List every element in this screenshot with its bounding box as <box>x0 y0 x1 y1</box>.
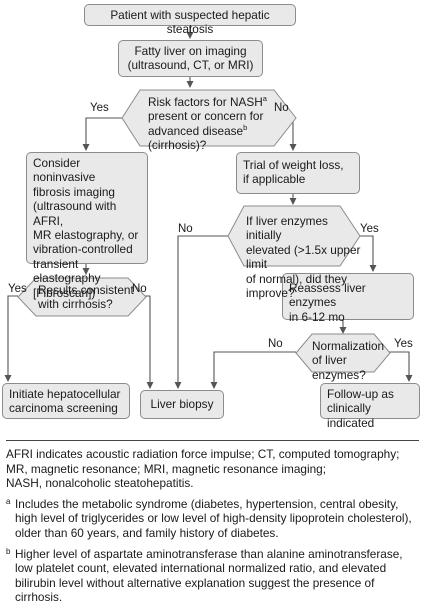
noninvasive-line-4: MR elastography, or <box>33 228 139 243</box>
start-text: Patient with suspected hepatic steatosis <box>110 8 270 37</box>
connector-cirrhosis-yes <box>4 295 18 382</box>
reassess-line-1: Reassess liver enzymes <box>289 281 366 310</box>
normalization-no-label: No <box>268 338 283 350</box>
risk-line-2: present or concern for <box>148 109 264 124</box>
followup-line-1: Follow-up as <box>327 387 394 401</box>
weight-loss-line-1: Trial of weight loss, <box>243 158 344 172</box>
connector-normalization-no <box>210 351 296 389</box>
cirrhosis-no-label: No <box>132 283 147 295</box>
abbrev-line-3: NASH, nonalcoholic steatohepatitis. <box>6 476 194 491</box>
footnote-b-text: Higher level of aspartate aminotransfera… <box>15 546 403 605</box>
legend-divider <box>6 440 419 441</box>
fatty-liver-box: Fatty liver on imaging (ultrasound, CT, … <box>118 40 263 77</box>
noninvasive-line-5: vibration-controlled <box>33 242 133 257</box>
reassess-box: Reassess liver enzymes in 6-12 mo <box>282 273 414 324</box>
hcc-line-2: carcinoma screening <box>9 401 118 416</box>
footnote-b-ref: b <box>243 122 248 132</box>
hcc-screening-box: Initiate hepatocellular carcinoma screen… <box>2 383 130 419</box>
risk-no-label: No <box>274 102 289 114</box>
connector-normalization-yes <box>389 351 413 382</box>
enzymes-no-label: No <box>178 223 193 235</box>
followup-line-2: clinically indicated <box>327 401 375 430</box>
liver-biopsy-box: Liver biopsy <box>140 390 224 419</box>
noninvasive-imaging-box: Consider noninvasive fibrosis imaging (u… <box>26 152 148 300</box>
footnote-a: a Includes the metabolic syndrome (diabe… <box>6 497 419 541</box>
normalization-yes-label: Yes <box>394 338 413 350</box>
enzymes-yes-label: Yes <box>360 223 379 235</box>
liver-biopsy-text: Liver biopsy <box>150 397 214 411</box>
cirrhosis-decision-shape <box>17 277 147 317</box>
enzymes-question: If liver enzymes initially elevated (>1.… <box>246 214 364 300</box>
enzymes-decision-shape <box>227 205 361 267</box>
fatty-liver-line-1: Fatty liver on imaging <box>134 44 247 58</box>
risk-yes-label: Yes <box>90 102 109 114</box>
risk-question: Risk factors for NASHa present or concer… <box>148 95 288 153</box>
connector-cirrhosis-no <box>145 295 154 389</box>
normalization-line-2: of liver enzymes? <box>312 353 366 382</box>
connector-enzymes-yes <box>358 235 377 272</box>
noninvasive-line-2: fibrosis imaging <box>33 184 115 199</box>
start-box: Patient with suspected hepatic steatosis <box>84 4 296 36</box>
risk-line-1: Risk factors for NASHa <box>148 95 288 109</box>
footnote-a-ref: a <box>262 94 267 104</box>
normalization-question: Normalization of liver enzymes? <box>312 339 392 382</box>
enzymes-line-1: If liver enzymes initially <box>246 214 328 243</box>
footnote-b-mark: b <box>6 546 11 556</box>
risk-line-3-text: advanced disease <box>148 123 244 138</box>
abbrev-line-2: MR, magnetic resonance; MRI, magnetic re… <box>6 461 326 476</box>
footnote-b: b Higher level of aspartate aminotransfe… <box>6 547 419 605</box>
risk-line-1-text: Risk factors for NASH <box>148 95 263 109</box>
fatty-liver-line-2: (ultrasound, CT, or MRI) <box>127 58 254 73</box>
footnote-a-mark: a <box>6 496 11 506</box>
cirrhosis-question: Results consistent with cirrhosis? <box>38 283 138 312</box>
abbreviations: AFRI indicates acoustic radiation force … <box>6 447 419 491</box>
normalization-line-1: Normalization <box>312 339 385 353</box>
cirrhosis-line-1: Results consistent <box>38 283 134 297</box>
noninvasive-line-6: transient elastography <box>33 256 101 286</box>
footnote-a-text: Includes the metabolic syndrome (diabete… <box>15 496 412 540</box>
connector-risk-no <box>289 117 297 151</box>
figure-legend: AFRI indicates acoustic radiation force … <box>6 440 419 605</box>
hcc-line-1: Initiate hepatocellular <box>9 387 121 401</box>
followup-box: Follow-up as clinically indicated <box>320 383 420 430</box>
abbrev-line-1: AFRI indicates acoustic radiation force … <box>6 447 400 461</box>
risk-line-3-tail: (cirrhosis)? <box>148 138 207 153</box>
weight-loss-box: Trial of weight loss, if applicable <box>236 152 360 194</box>
connector-enzymes-no <box>174 235 228 389</box>
risk-line-3: advanced diseaseb (cirrhosis)? <box>148 124 288 153</box>
cirrhosis-line-2: with cirrhosis? <box>38 297 113 312</box>
noninvasive-line-7: [Fibroscan]) <box>33 285 96 300</box>
enzymes-line-2: elevated (>1.5x upper limit <box>246 242 361 272</box>
risk-decision-shape <box>121 89 297 147</box>
noninvasive-line-3: (ultrasound with AFRI, <box>33 199 117 228</box>
weight-loss-line-2: if applicable <box>243 172 306 187</box>
noninvasive-line-1: Consider noninvasive <box>33 156 96 185</box>
normalization-decision-shape <box>295 333 391 373</box>
reassess-line-2: in 6-12 mo <box>289 309 345 324</box>
connector-risk-yes <box>82 117 122 151</box>
enzymes-line-3: of normal), did they improve? <box>246 271 347 301</box>
flowchart-connectors <box>4 26 413 389</box>
cirrhosis-yes-label: Yes <box>8 283 27 295</box>
